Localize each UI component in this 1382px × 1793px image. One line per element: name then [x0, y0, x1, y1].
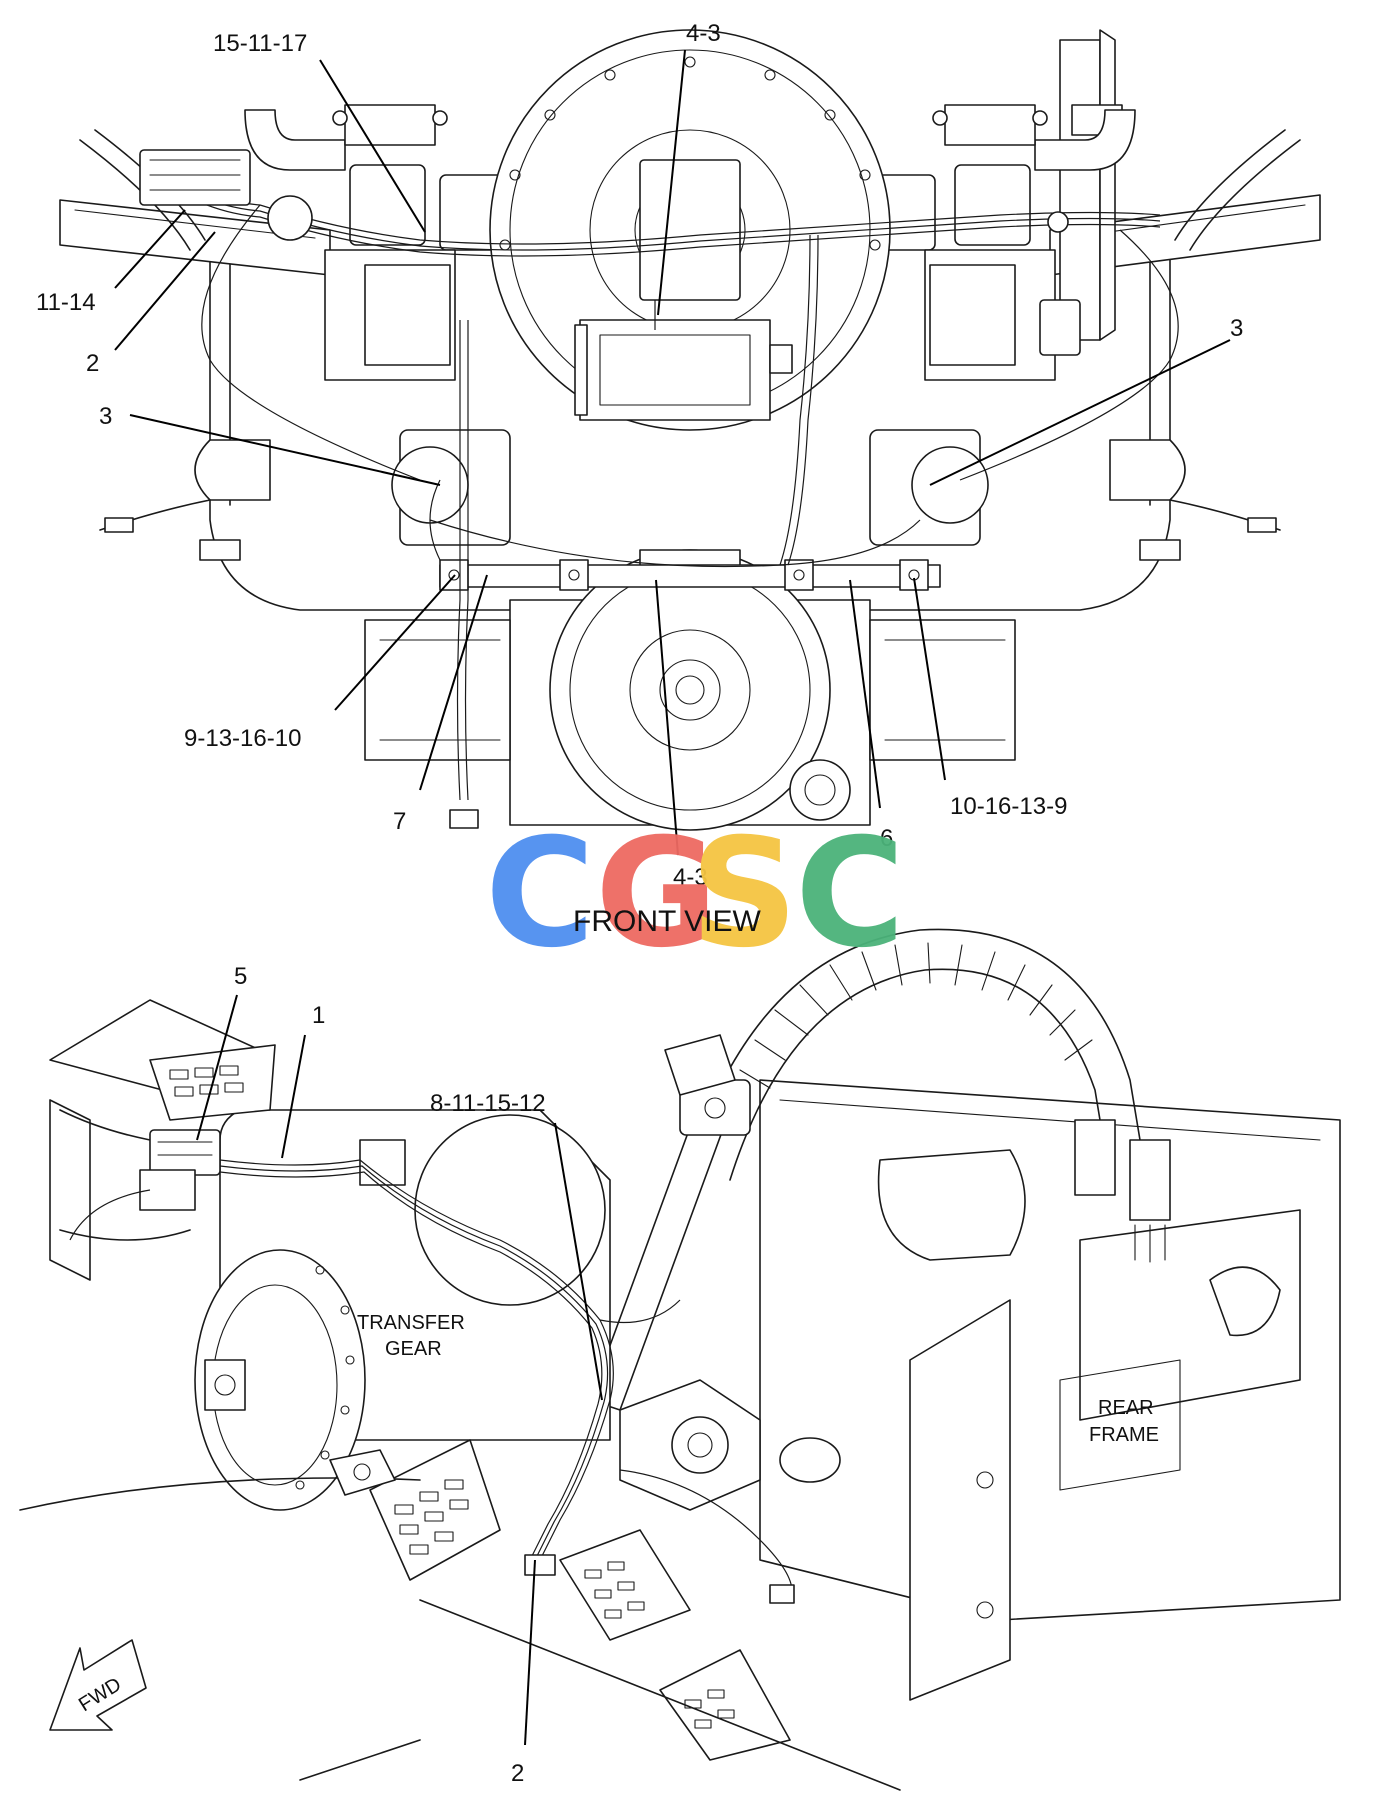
callout-4-3-bottom: 4-3: [673, 864, 708, 891]
transfer-gear-label-line2: GEAR: [385, 1338, 442, 1360]
front-view-callouts: 15-11-17 4-3 11-14 2 3 3 9-13-16-10 7 4-…: [36, 20, 1243, 891]
callout-10-16-13-9: 10-16-13-9: [950, 793, 1067, 820]
callout-2-bottom: 2: [511, 1760, 524, 1787]
isometric-view-labels: 5 1 8-11-15-12 2 TRANSFER GEAR REAR FRAM…: [234, 963, 1159, 1787]
callout-5: 5: [234, 963, 247, 990]
svg-text:S: S: [690, 807, 798, 981]
callout-1: 1: [312, 1002, 325, 1029]
rear-frame-label-line1: REAR: [1098, 1397, 1154, 1419]
callout-4-3-top: 4-3: [686, 20, 721, 47]
fwd-arrow: FWD: [49, 1639, 147, 1731]
callout-6: 6: [880, 825, 893, 852]
front-view-leaders: [114, 49, 1231, 856]
rear-frame-label-line2: FRAME: [1089, 1424, 1159, 1446]
front-view-drawing: [59, 29, 1321, 831]
callout-9-13-16-10: 9-13-16-10: [184, 725, 301, 752]
isometric-view-drawing: [19, 928, 1341, 1791]
front-view-title: FRONT VIEW: [573, 905, 761, 938]
callout-2-top: 2: [86, 350, 99, 377]
watermark-logo: C G S C: [485, 807, 905, 981]
callout-8-11-15-12: 8-11-15-12: [430, 1090, 546, 1117]
callout-3-right: 3: [1230, 315, 1243, 342]
isometric-view-leaders: [196, 994, 603, 1746]
svg-text:G: G: [595, 807, 718, 981]
transfer-gear-label-line1: TRANSFER: [357, 1312, 465, 1334]
callout-7: 7: [393, 808, 406, 835]
callout-11-14: 11-14: [36, 289, 96, 316]
callout-3-left: 3: [99, 403, 112, 430]
svg-text:C: C: [485, 807, 595, 981]
svg-text:C: C: [795, 807, 905, 981]
callout-15-11-17: 15-11-17: [213, 30, 307, 57]
